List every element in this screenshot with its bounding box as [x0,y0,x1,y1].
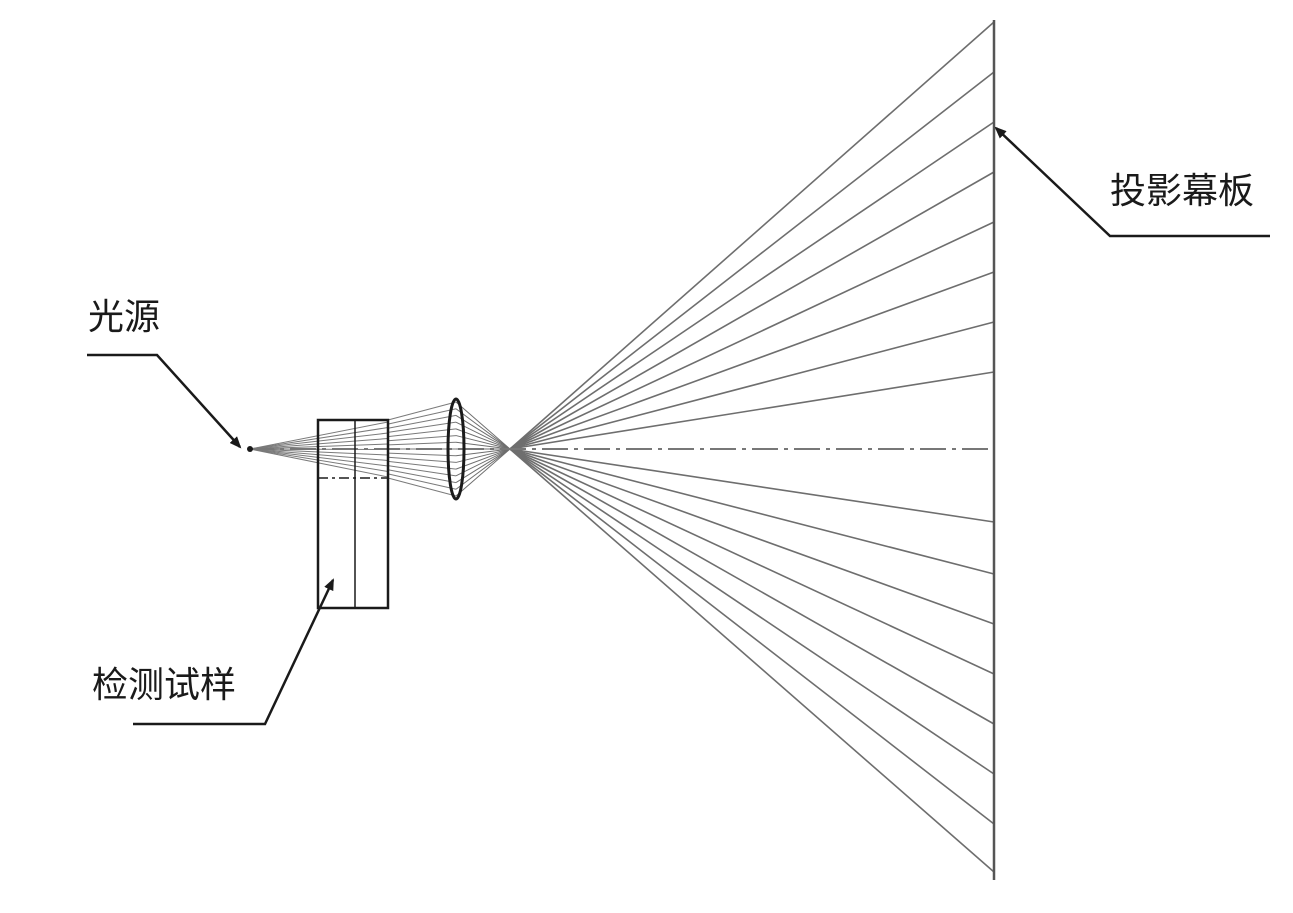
diverging-ray [509,448,995,725]
converging-ray [455,415,511,450]
beam-ray [387,441,457,446]
test-sample-leader [133,578,335,726]
converging-ray [455,421,511,450]
diverging-ray-fan [509,21,995,873]
diverging-ray [509,171,995,450]
diverging-ray [509,448,995,873]
diverging-ray [509,121,995,450]
diverging-ray [509,71,995,450]
diverging-ray [509,21,995,450]
light-source-point [247,446,253,452]
beam-ray [387,408,457,425]
screen-leader [994,126,1270,238]
beam-ray [387,460,457,470]
beam-ray [387,401,457,421]
diverging-ray [509,321,995,450]
converging-ray [455,448,511,497]
projection-screen-label: 投影幕板 [1110,171,1255,212]
beam-ray [387,469,457,484]
beam-ray [387,473,457,490]
converging-ray [455,448,511,490]
light-source-label: 光源 [88,297,161,338]
converging-ray [455,448,511,483]
test-specimen [316,418,390,610]
test-sample-label: 检测试样 [92,665,237,706]
beam-ray [387,414,457,429]
diverging-ray [509,448,995,675]
beam-ray [387,465,457,477]
beam-ray [387,435,457,442]
converging-ray [455,401,511,450]
diverging-ray [509,448,995,775]
converging-ray [455,448,511,477]
beam-ray [387,421,457,433]
light-source-leader [87,353,242,449]
diverging-ray [509,271,995,450]
diverging-ray [509,371,995,450]
diverging-ray [509,448,995,575]
diverging-ray [509,221,995,450]
converging-ray [455,408,511,450]
diverging-ray [509,448,995,523]
beam-ray [387,452,457,457]
beam-ray [387,428,457,438]
diverging-ray [509,448,995,825]
beam-ray [387,456,457,463]
beam-ray [387,477,457,497]
diverging-ray [509,448,995,625]
beam-to-lens [387,401,457,497]
convex-lens [446,397,466,501]
